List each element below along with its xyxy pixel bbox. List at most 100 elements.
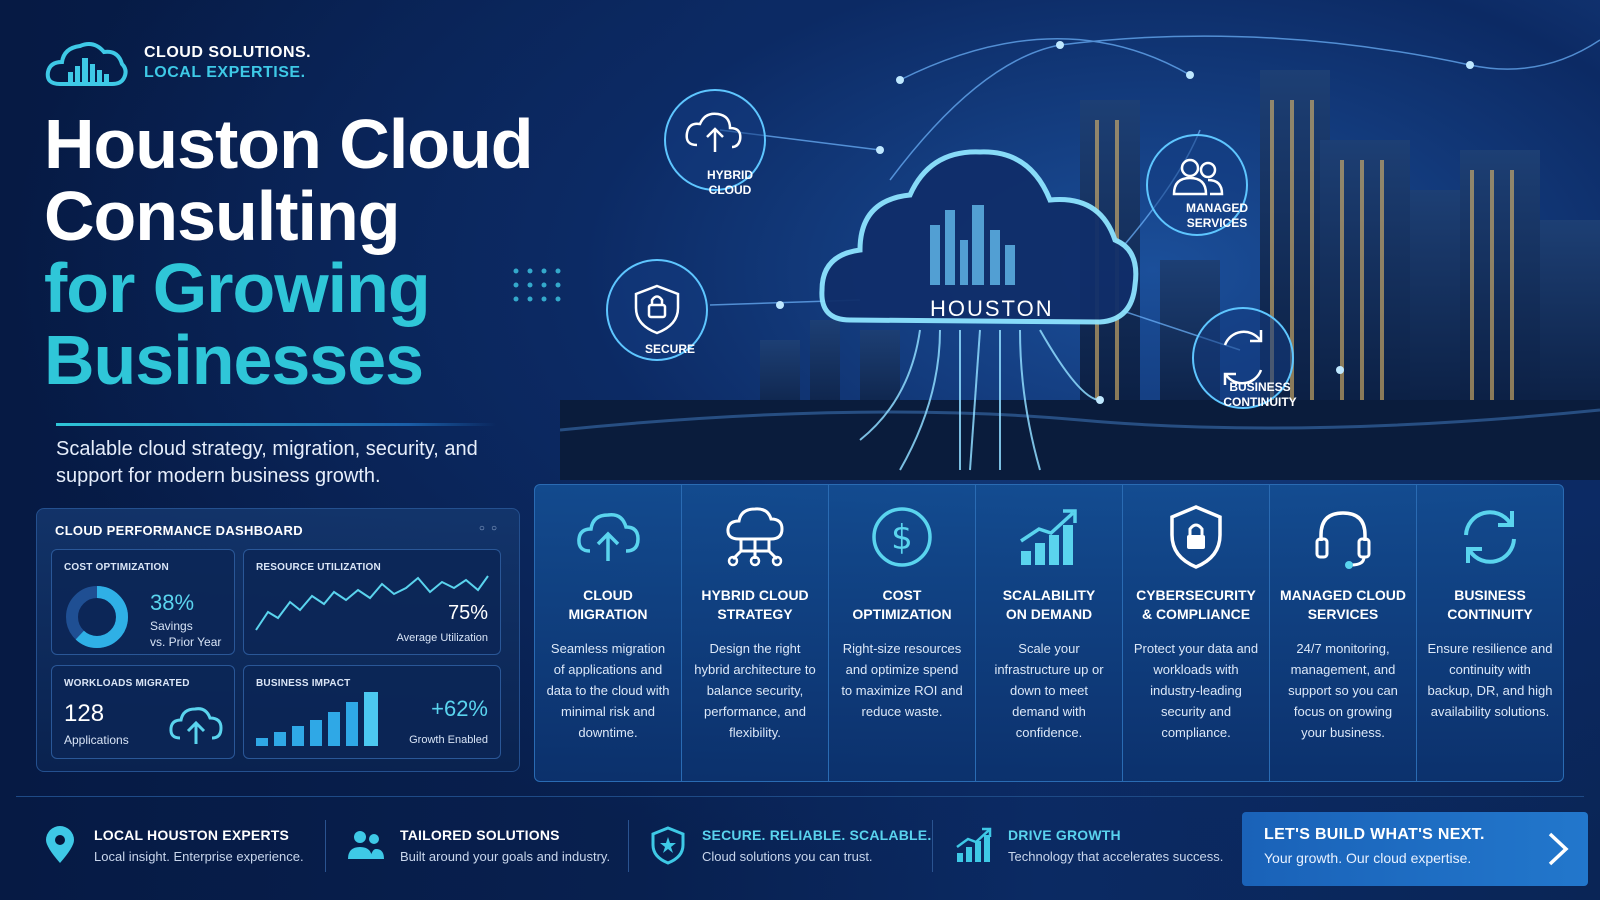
node-label-line1: SECURE (644, 342, 695, 356)
business-impact-tile: BUSINESS IMPACT +62% Growth Enabled (243, 665, 501, 759)
service-title-line2: MIGRATION (568, 606, 648, 622)
workloads-caption: Applications (64, 733, 129, 747)
tile-label: WORKLOADS MIGRATED (64, 678, 190, 689)
service-title: SCALABILITY ON DEMAND (976, 586, 1122, 624)
cloud-upload-icon (169, 707, 223, 744)
cloud-network-icon (726, 507, 784, 567)
feature-separator (932, 820, 933, 872)
feature-secure-reliable: SECURE. RELIABLE. SCALABLE. Cloud soluti… (648, 812, 931, 878)
node-hybrid-cloud: HYBRID CLOUD (680, 168, 780, 198)
tile-label: BUSINESS IMPACT (256, 678, 351, 689)
service-description: Seamless migration of applications and d… (546, 641, 670, 740)
feature-title: TAILORED SOLUTIONS (400, 826, 560, 843)
feature-description: Technology that accelerates success. (1008, 848, 1224, 864)
shield-lock-icon (1170, 505, 1222, 569)
service-title-line1: MANAGED CLOUD (1280, 587, 1406, 603)
feature-separator (325, 820, 326, 872)
feature-tailored-solutions: TAILORED SOLUTIONS Built around your goa… (346, 812, 610, 878)
location-pin-icon (46, 826, 74, 863)
node-label-line2: CONTINUITY (1223, 395, 1297, 409)
resource-value: 75% (447, 602, 488, 624)
service-title: HYBRID CLOUD STRATEGY (682, 586, 828, 624)
service-cloud-migration: CLOUD MIGRATION Seamless migration of app… (535, 485, 682, 781)
service-title: CYBERSECURITY& COMPLIANCE (1123, 586, 1269, 624)
brand-tagline-line1: CLOUD SOLUTIONS. (144, 44, 312, 61)
brand-tagline-line2: LOCAL EXPERTISE. (144, 64, 306, 81)
feature-description: Cloud solutions you can trust. (702, 848, 873, 864)
node-label-line2: CLOUD (708, 183, 752, 197)
impact-value: +62% (431, 696, 488, 721)
service-hybrid-cloud-strategy: HYBRID CLOUD STRATEGY Design the right hy… (682, 485, 829, 781)
feature-title: SECURE. RELIABLE. SCALABLE. (702, 826, 932, 843)
headset-icon (1315, 511, 1371, 569)
cloud-network-lines (606, 35, 1600, 471)
service-description: Right-size resources and optimize spend … (841, 641, 963, 719)
service-title-line1: SCALABILITY (1002, 587, 1096, 603)
service-description: Ensure resilience and continuity with ba… (1427, 641, 1553, 719)
title-line1: Houston Cloud (44, 105, 534, 183)
service-title: BUSINESS CONTINUITY (1417, 586, 1563, 624)
node-managed-services: MANAGED SERVICES (1160, 201, 1274, 231)
service-description: 24/7 monitoring, management, and support… (1288, 641, 1398, 740)
donut-chart-icon (66, 586, 128, 648)
svg-text:$: $ (891, 518, 913, 558)
service-title: COST OPTIMIZATION (829, 586, 975, 624)
service-business-continuity: BUSINESS CONTINUITY Ensure resilience and… (1417, 485, 1563, 781)
service-title-line2: CONTINUITY (1447, 606, 1533, 622)
node-label-line1: MANAGED (1186, 201, 1248, 215)
service-title: CLOUD MIGRATION (535, 586, 681, 624)
cost-caption-line2: vs. Prior Year (150, 635, 222, 649)
utilization-sparkline-icon (255, 575, 489, 631)
refresh-icon (1464, 510, 1516, 564)
service-title-line2: ON DEMAND (1005, 606, 1093, 622)
title-divider (56, 423, 496, 426)
window-dots-icon: ○○ (478, 523, 503, 534)
service-title-line1: BUSINESS (1454, 587, 1526, 603)
service-description: Design the right hybrid architecture to … (694, 641, 816, 740)
cloud-city-logo-icon (45, 42, 128, 86)
service-title-line2: OPTIMIZATION (852, 606, 952, 622)
feature-local-experts: LOCAL HOUSTON EXPERTS Local insight. Ent… (40, 812, 304, 878)
title-line4: Businesses (44, 321, 424, 399)
subheadline: Scalable cloud strategy, migration, secu… (56, 438, 478, 487)
chevron-right-icon (1548, 832, 1569, 866)
decorative-dots-icon (513, 268, 561, 302)
dashboard-title: CLOUD PERFORMANCE DASHBOARD (55, 523, 303, 538)
service-cybersecurity-compliance: CYBERSECURITY& COMPLIANCE Protect your d… (1123, 485, 1270, 781)
brand-header: CLOUD SOLUTIONS. LOCAL EXPERTISE. (44, 36, 311, 90)
node-label-line2: SERVICES (1186, 216, 1248, 230)
cost-optimization-tile: COST OPTIMIZATION 38% Savings vs. Prior … (51, 549, 235, 655)
service-title-line1: HYBRID CLOUD (701, 587, 809, 603)
node-business-continuity: BUSINESS CONTINUITY (1200, 380, 1320, 410)
cloud-performance-dashboard: CLOUD PERFORMANCE DASHBOARD ○○ COST OPTI… (36, 508, 520, 772)
tile-label: RESOURCE UTILIZATION (256, 562, 381, 573)
service-title-line2: & COMPLIANCE (1141, 606, 1251, 622)
service-title-line2: STRATEGY (717, 606, 793, 622)
shield-check-icon (651, 826, 685, 865)
service-title-line1: CLOUD (583, 587, 633, 603)
hero-cloud-label: HOUSTON (930, 296, 1054, 321)
tile-label: COST OPTIMIZATION (64, 562, 169, 573)
cta-description: Your growth. Our cloud expertise. (1264, 850, 1472, 866)
cta-title: LET'S BUILD WHAT'S NEXT. (1264, 826, 1485, 843)
service-title-line1: COST (882, 587, 922, 603)
node-secure: SECURE (620, 342, 720, 357)
features-bar: LOCAL HOUSTON EXPERTS Local insight. Ent… (0, 796, 1600, 900)
users-icon (348, 831, 384, 859)
impact-caption: Growth Enabled (409, 734, 488, 746)
page-title: Houston Cloud Consulting for Growing Bus… (44, 105, 534, 399)
service-title: MANAGED CLOUD SERVICES (1270, 586, 1416, 624)
feature-separator (628, 820, 629, 872)
feature-drive-growth: DRIVE GROWTH Technology that accelerates… (954, 812, 1223, 878)
services-strip: CLOUD MIGRATION Seamless migration of app… (534, 484, 1564, 782)
service-title-line2: SERVICES (1307, 606, 1379, 622)
bottom-divider (16, 796, 1584, 797)
service-cost-optimization: $ COST OPTIMIZATION Right-size resources … (829, 485, 976, 781)
feature-title: LOCAL HOUSTON EXPERTS (94, 826, 290, 843)
resource-utilization-tile: RESOURCE UTILIZATION 75% Average Utiliza… (243, 549, 501, 655)
cta-button[interactable]: LET'S BUILD WHAT'S NEXT. Your growth. Ou… (1242, 812, 1588, 886)
houston-skyline-image (560, 70, 1600, 480)
workloads-value: 128 (64, 700, 105, 727)
feature-description: Local insight. Enterprise experience. (94, 848, 304, 864)
